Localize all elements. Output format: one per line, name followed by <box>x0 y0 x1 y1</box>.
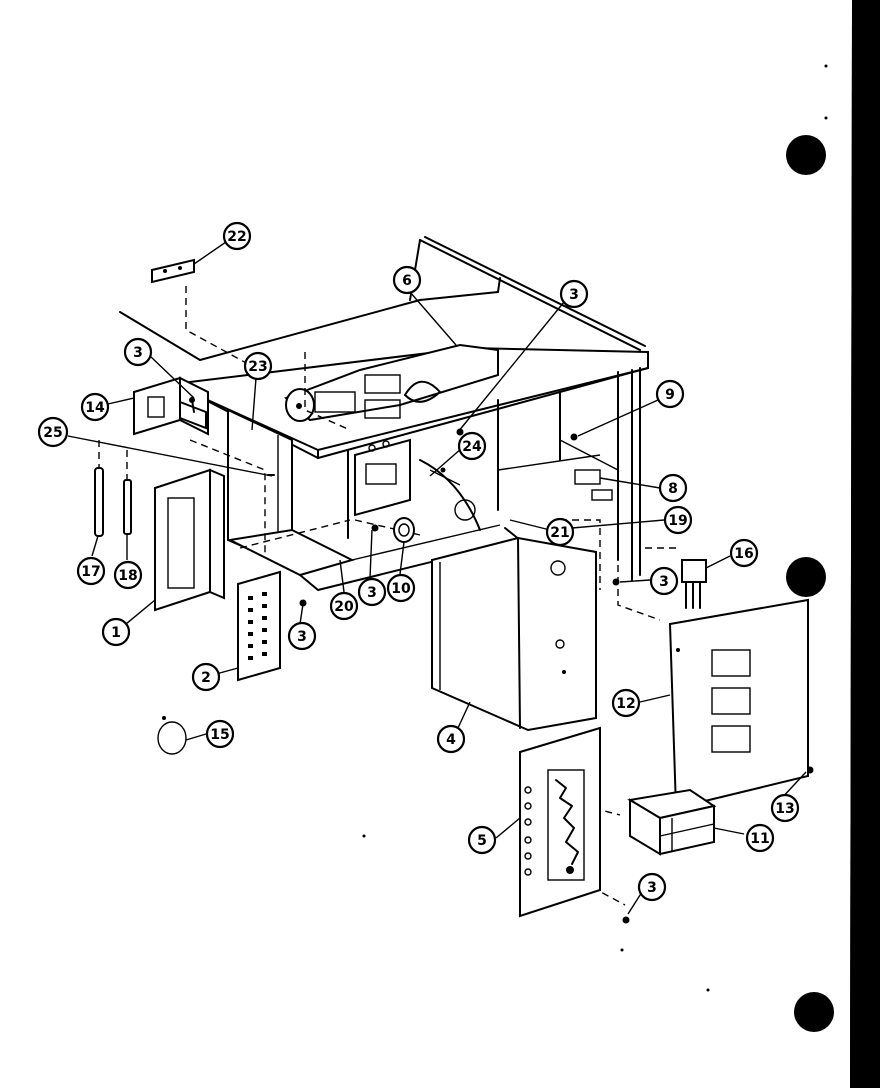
callout-4: 4 <box>436 724 466 754</box>
paper-sheet <box>0 0 852 1088</box>
part-11-relay <box>627 788 717 856</box>
callout-11: 11 <box>745 823 775 853</box>
callout-3-top: 3 <box>559 279 589 309</box>
part-4-box <box>431 536 597 732</box>
callout-3-bottom: 3 <box>637 872 667 902</box>
cabinet-interior <box>226 367 641 591</box>
callout-3-right-label: 3 <box>659 574 669 590</box>
callout-14: 14 <box>80 392 110 422</box>
callout-25: 25 <box>37 416 69 448</box>
callout-15-label: 15 <box>210 727 229 743</box>
callout-3-left: 3 <box>123 337 153 367</box>
callout-23: 23 <box>243 351 273 381</box>
callout-3-left-label: 3 <box>133 345 143 361</box>
callout-13-label: 13 <box>775 801 794 817</box>
callout-3-lower-left: 3 <box>287 621 317 651</box>
callout-18-label: 18 <box>118 568 137 584</box>
callout-20-label: 20 <box>334 599 354 615</box>
callout-17: 17 <box>76 556 106 586</box>
part-10-grommet <box>393 517 415 543</box>
part-22-bracket <box>151 258 195 284</box>
callout-3-middle-label: 3 <box>367 585 377 601</box>
callout-4-label: 4 <box>446 732 456 748</box>
callout-15: 15 <box>205 719 235 749</box>
callout-11-label: 11 <box>750 831 769 847</box>
callout-21-label: 21 <box>550 525 569 541</box>
callout-9-label: 9 <box>665 387 675 403</box>
callout-8: 8 <box>658 473 688 503</box>
callout-25-label: 25 <box>43 425 62 441</box>
callout-2-label: 2 <box>201 670 211 686</box>
paper-specks <box>362 64 828 992</box>
blower-assembly <box>284 343 499 422</box>
part-16-connector <box>681 559 707 609</box>
callout-5: 5 <box>467 825 497 855</box>
callout-3-top-label: 3 <box>569 287 579 303</box>
callout-16-label: 16 <box>734 546 753 562</box>
callout-3-bottom-label: 3 <box>647 880 657 896</box>
callout-21: 21 <box>545 517 575 547</box>
callout-3-lower-left-label: 3 <box>297 629 307 645</box>
callout-16: 16 <box>729 538 759 568</box>
callout-2: 2 <box>191 662 221 692</box>
callout-20: 20 <box>329 591 359 621</box>
callout-8-label: 8 <box>668 481 678 497</box>
callout-24-label: 24 <box>462 439 482 455</box>
callout-14-label: 14 <box>85 400 105 416</box>
callout-6-label: 6 <box>402 273 412 289</box>
callout-10-label: 10 <box>391 581 411 597</box>
part-12-panel <box>668 598 809 810</box>
binder-hole-bottom <box>794 992 834 1032</box>
callout-23-label: 23 <box>248 359 267 375</box>
callout-17-label: 17 <box>81 564 100 580</box>
callout-1: 1 <box>101 617 131 647</box>
parts-17-18-strips <box>94 440 132 537</box>
callout-19: 19 <box>663 505 693 535</box>
callout-18: 18 <box>113 560 143 590</box>
part-1-plate <box>154 468 225 612</box>
callout-12: 12 <box>611 688 641 718</box>
callout-3-right: 3 <box>649 566 679 596</box>
binder-hole-top <box>786 135 826 175</box>
part-2-panel <box>237 570 281 682</box>
callout-19-label: 19 <box>668 513 687 529</box>
callout-6: 6 <box>392 265 422 295</box>
callout-22: 22 <box>222 221 252 251</box>
callout-9: 9 <box>655 379 685 409</box>
part-15-clip <box>157 716 187 755</box>
callout-5-label: 5 <box>477 833 487 849</box>
callout-24: 24 <box>457 431 487 461</box>
callout-10: 10 <box>386 573 416 603</box>
callout-1-label: 1 <box>111 625 121 641</box>
callout-12-label: 12 <box>616 696 635 712</box>
callout-3-middle: 3 <box>357 577 387 607</box>
paper-edge-shadow <box>850 0 880 1088</box>
binder-hole-middle <box>786 557 826 597</box>
callout-22-label: 22 <box>227 229 246 245</box>
leader-lines <box>67 241 807 915</box>
callout-13: 13 <box>770 793 800 823</box>
part-5-terminal-board <box>519 726 601 918</box>
